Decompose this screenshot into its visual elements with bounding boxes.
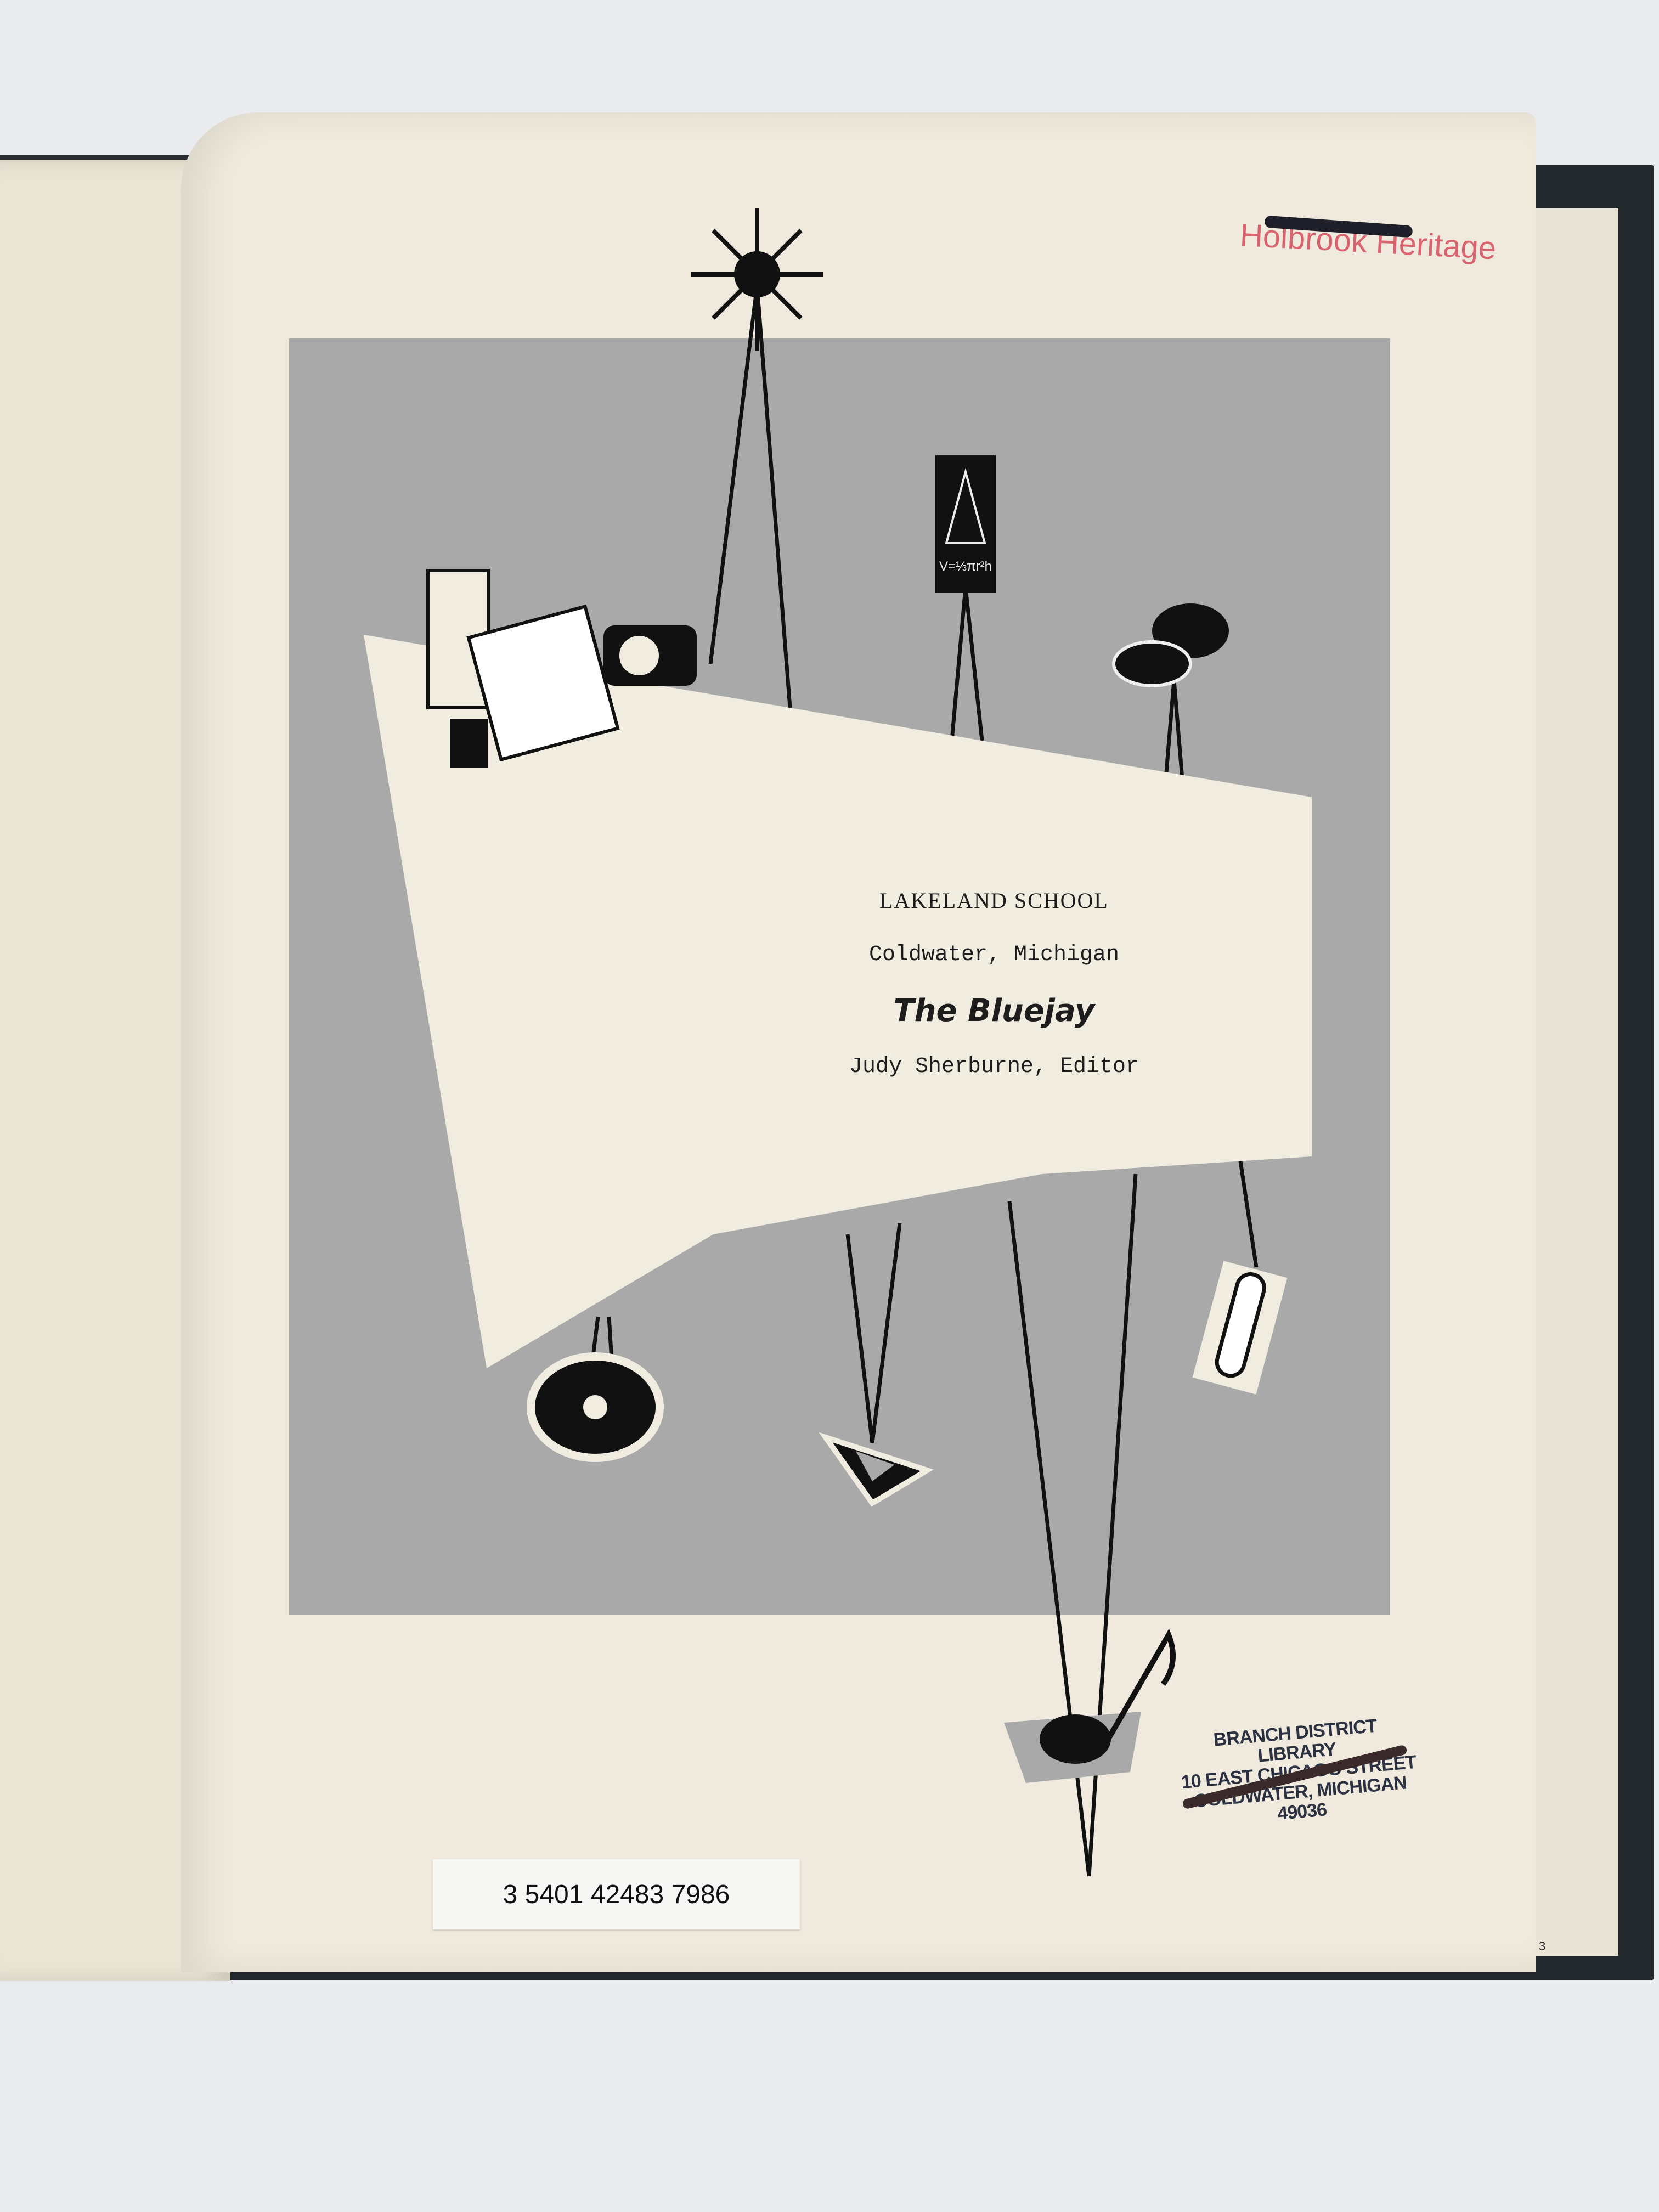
school-location: Coldwater, Michigan	[868, 943, 1120, 967]
school-name: LAKELAND SCHOOL	[879, 888, 1109, 913]
triangle-ruler-icon	[819, 1432, 934, 1507]
cone-chart-icon: V=⅓πr²h	[935, 455, 996, 592]
test-tube-icon	[1192, 1261, 1288, 1395]
football-icon	[1112, 603, 1229, 687]
barcode-label: 3 5401 42483 7986	[433, 1859, 800, 1929]
white-banner	[364, 635, 1312, 1368]
telephone-icon	[603, 625, 697, 686]
star-icon	[691, 208, 823, 351]
page-number: 3	[1539, 1939, 1546, 1953]
music-note-icon	[1004, 1628, 1176, 1783]
desk-icon	[426, 569, 620, 768]
editor-credit: Judy Sherburne, Editor	[849, 1054, 1139, 1079]
record-icon	[527, 1352, 664, 1462]
yearbook-title: The Bluejay	[893, 993, 1095, 1029]
formula-text: V=⅓πr²h	[939, 559, 992, 574]
